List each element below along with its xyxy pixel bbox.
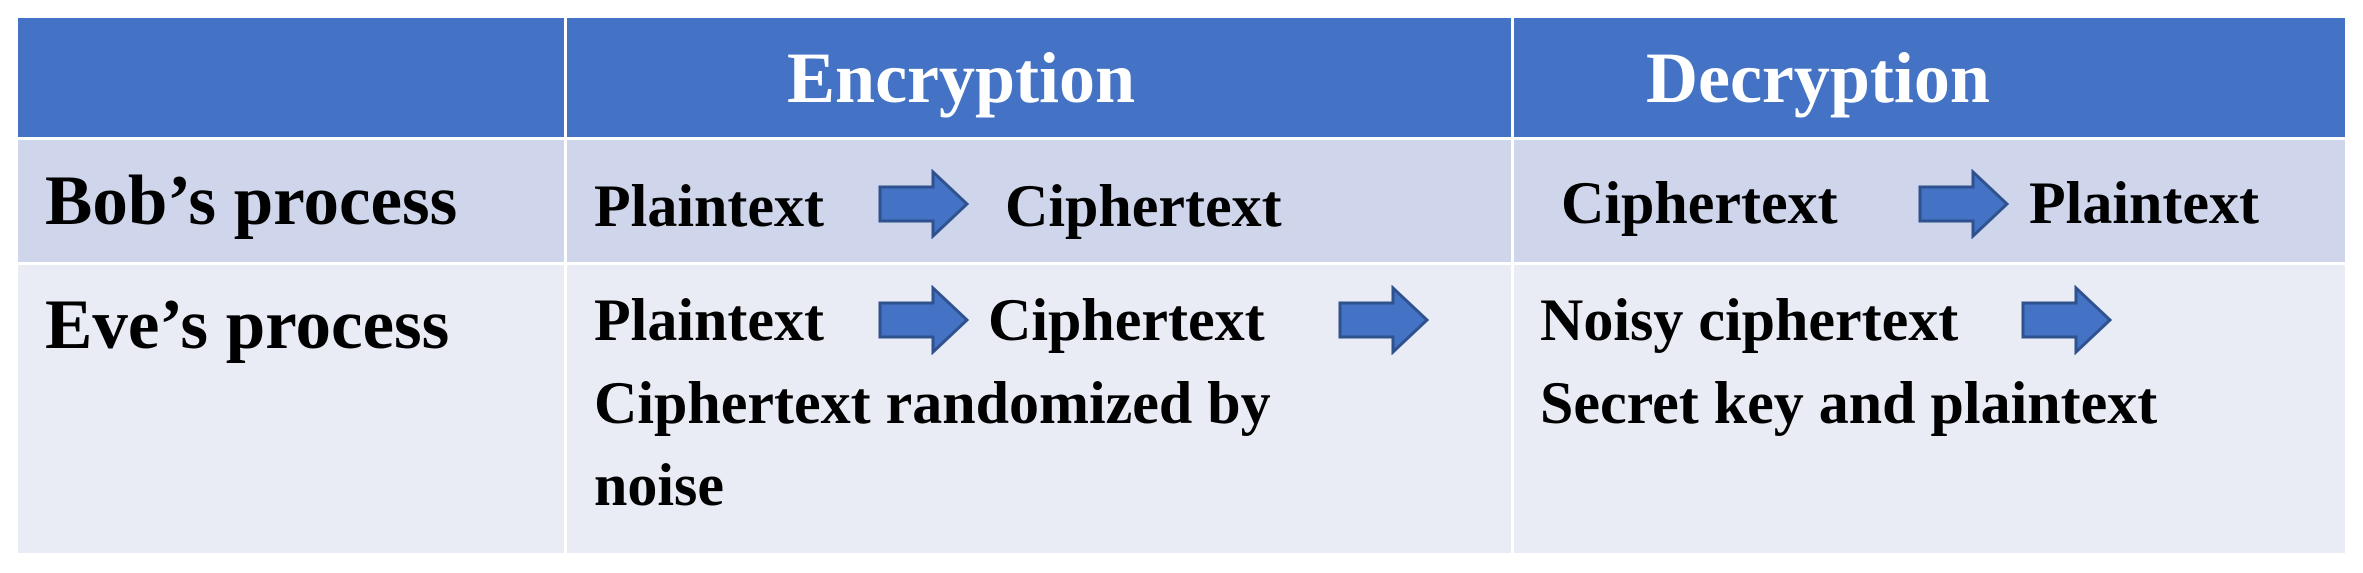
bob-dec-from: Ciphertext — [1561, 170, 1838, 236]
eve-encryption-cell: Plaintext Ciphertext Ciphertext randomiz… — [567, 265, 1514, 553]
eve-enc-result-line2: noise — [594, 452, 725, 518]
bob-process-label: Bob’s process — [45, 162, 458, 240]
process-table: Encryption Decryption Bob’s process Plai… — [18, 18, 2345, 555]
header-corner-cell — [18, 18, 567, 140]
right-arrow-icon — [2021, 285, 2113, 355]
bob-enc-to: Ciphertext — [1005, 173, 1282, 239]
header-encryption-label: Encryption — [787, 37, 1136, 118]
eve-dec-result: Secret key and plaintext — [1540, 370, 2158, 436]
right-arrow-icon — [878, 169, 970, 239]
header-decryption-cell: Decryption — [1514, 18, 2345, 140]
eve-label-cell: Eve’s process — [18, 265, 567, 553]
bob-dec-to: Plaintext — [2029, 170, 2259, 236]
bob-label-cell: Bob’s process — [18, 140, 567, 265]
eve-enc-result-line1: Ciphertext randomized by — [594, 370, 1271, 436]
eve-process-label: Eve’s process — [45, 286, 450, 364]
bob-decryption-cell: Ciphertext Plaintext — [1514, 140, 2345, 265]
eve-enc-to: Ciphertext — [988, 287, 1265, 353]
bob-enc-from: Plaintext — [594, 173, 824, 239]
header-decryption-label: Decryption — [1646, 37, 1990, 118]
eve-dec-from: Noisy ciphertext — [1540, 287, 1959, 353]
right-arrow-icon — [878, 285, 970, 355]
right-arrow-icon — [1338, 285, 1430, 355]
right-arrow-icon — [1918, 169, 2010, 239]
process-grid: Encryption Decryption Bob’s process Plai… — [18, 18, 2345, 555]
bob-encryption-cell: Plaintext Ciphertext — [567, 140, 1514, 265]
header-encryption-cell: Encryption — [567, 18, 1514, 140]
eve-enc-from: Plaintext — [594, 287, 824, 353]
eve-decryption-cell: Noisy ciphertext Secret key and plaintex… — [1514, 265, 2345, 553]
